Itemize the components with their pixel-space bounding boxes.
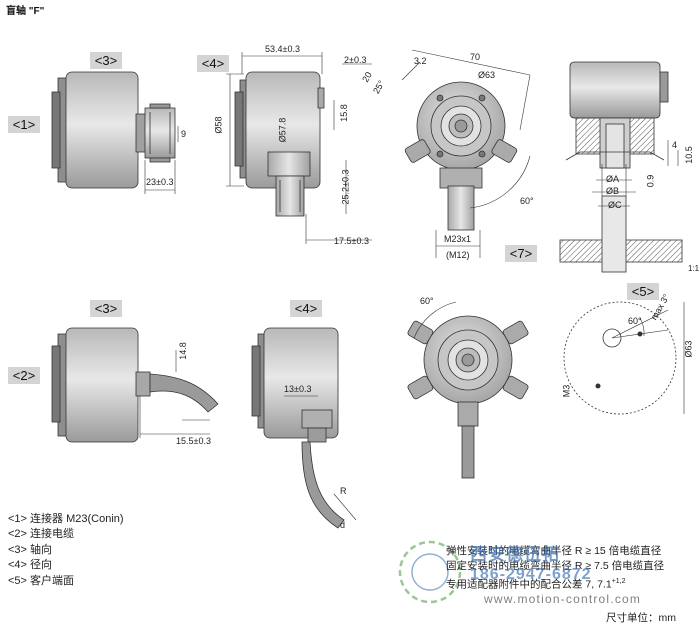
view-label-radial-top: <4> [197,55,229,72]
page-title: 盲轴 "F" [6,6,45,17]
dim-lines-radial [226,52,372,244]
dim-60-b: 60° [420,296,434,306]
view-customer-face [563,301,685,415]
dim-c: ØC [608,200,622,210]
dim-14-8: 14.8 [177,342,188,360]
dim-25-2: 25.2±0.3 [340,169,351,205]
dim-10-5: 10.5 [683,146,694,164]
watermark-name: 西安德伍拓 [470,545,560,564]
dim-13: 13±0.3 [284,384,312,394]
view-label-connector: <1> [8,116,40,133]
watermark-url: www.motion-control.com [484,592,642,606]
view-label-front: <7> [505,245,537,262]
view-radial-cable [251,327,345,529]
view-label-axial-top: <3> [90,52,122,69]
dim-lines-section [592,140,679,207]
dim-lines-front-cable [413,301,457,339]
dim-scale: 1:1 [688,264,700,273]
dim-58: Ø58 [213,116,224,134]
dim-15-5: 15.5±0.3 [176,436,211,446]
dim-9: 9 [181,129,187,139]
dim-lines-radial-cable [284,395,357,521]
dim-d: d [340,520,346,530]
dim-lines-front [401,49,531,258]
view-label-cable: <2> [8,367,40,384]
dim-63: Ø63 [478,70,496,80]
dim-53-4: 53.4±0.3 [265,44,300,54]
note-item: 弹性安装时的电缆弯曲半径 R ≥ 15 倍电缆直径 [446,545,662,557]
dim-r: R [340,486,347,496]
dim-17-5: 17.5±0.3 [334,236,369,246]
view-label-customer: <5> [627,283,659,300]
dim-57-8: Ø57.8 [277,117,288,143]
view-label-axial-bottom: <3> [90,300,122,317]
view-axial-connector [51,71,176,189]
dim-15-8: 15.8 [338,104,349,122]
unit-label: 尺寸单位：mm [606,612,676,624]
dim-0-9: 0.9 [645,174,656,188]
dim-m23: M23x1 [444,234,472,244]
dim-70: 70 [470,52,481,62]
dim-4: 4 [672,140,678,150]
dim-23: 23±0.3 [146,177,174,187]
view-front-flange [404,81,518,231]
dim-60-c: 60° [628,316,642,326]
legend-item: <2> 连接电缆 [8,528,75,541]
view-axial-cable [51,327,219,443]
dim-b: ØB [606,186,620,196]
view-cross-section [559,61,683,273]
legend-item: <3> 轴向 [8,543,53,556]
note-item: 固定安装时的电缆弯曲半径 R ≥ 7.5 倍电缆直径 [446,560,665,572]
dim-a: ØA [606,174,620,184]
dim-lines-axial-cable [139,350,210,438]
dim-2: 2±0.3 [344,55,367,65]
note-item: 专用适配器附件中的配合公差 7, 7.1+1,2 [446,578,626,591]
watermark-logo [398,540,462,604]
legend-item: <4> 径向 [8,559,53,572]
notes: 弹性安装时的电缆弯曲半径 R ≥ 15 倍电缆直径 固定安装时的电缆弯曲半径 R… [446,544,664,593]
dim-60: 60° [520,196,534,206]
legend: <1> 连接器 M23(Conin) <2> 连接电缆 <3> 轴向 <4> 径… [8,512,124,589]
view-front-cable [407,315,529,479]
legend-item: <5> 客户端面 [8,574,75,587]
legend-item: <1> 连接器 M23(Conin) [8,513,124,525]
dim-m3: M3 [561,384,572,398]
note-superscript: +1,2 [611,578,626,585]
dim-63-b: Ø63 [683,340,694,358]
dim-m12: (M12) [446,250,470,260]
dim-lines-axial [144,126,179,194]
view-radial-connector [234,71,325,217]
watermark-phone: 186-2947-6872 [470,566,592,583]
view-label-radial-bottom: <4> [290,300,322,317]
dim-3-2: 3.2 [414,56,427,66]
